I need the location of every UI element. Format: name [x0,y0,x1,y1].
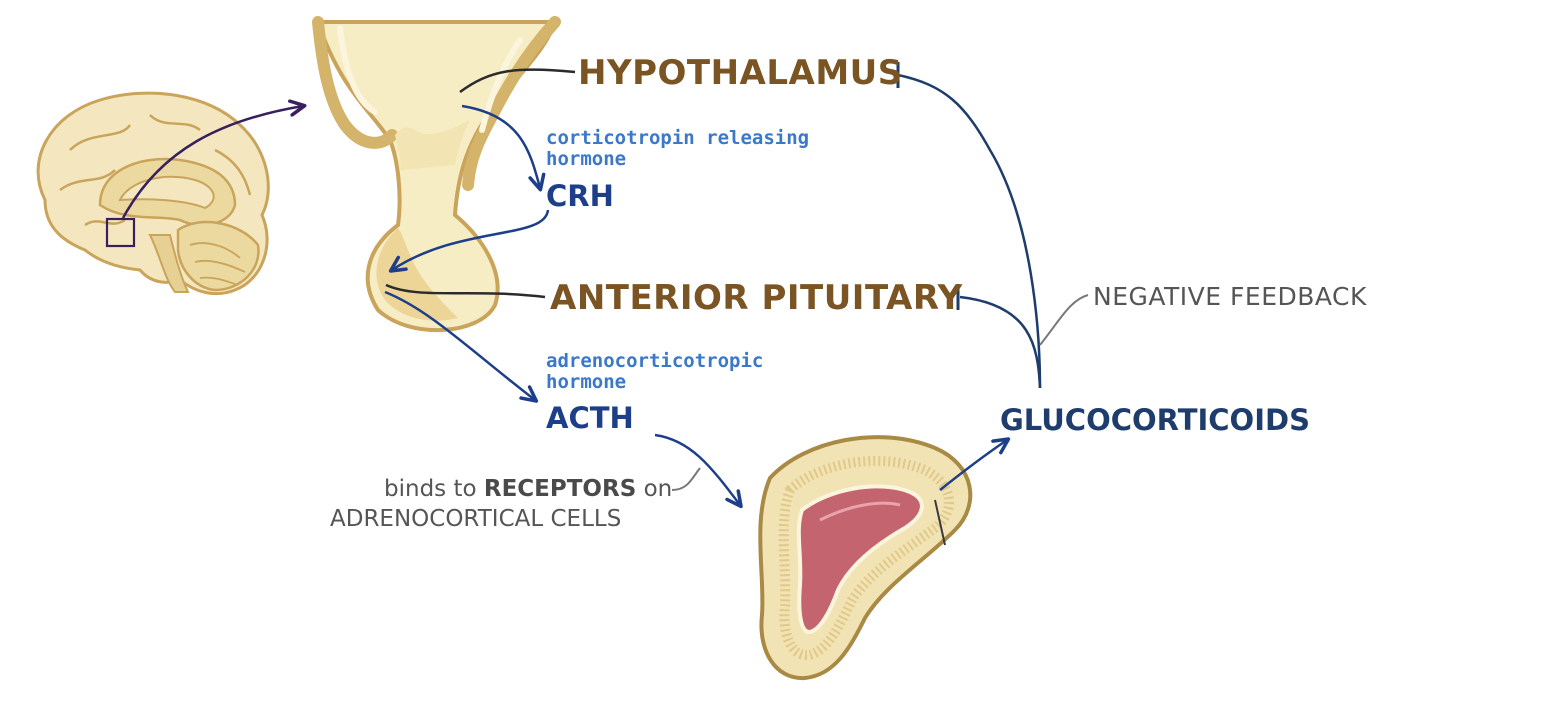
hypothalamus-label: HYPOTHALAMUS [578,53,903,93]
receptor-note-bold: RECEPTORS [483,476,637,502]
negative-feedback-leader [1039,294,1089,346]
acth-to-adrenal-arrow [654,433,743,509]
receptor-note-pre: binds to [384,476,484,502]
receptor-note-line2: ADRENOCORTICAL CELLS [330,506,622,532]
crh-label: CRH [546,179,614,213]
receptor-note-post: on [636,476,673,502]
acth-full-name: adrenocorticotropic hormone [546,350,764,393]
crh-full-name: corticotropin releasing hormone [546,127,810,170]
hypothalamus-pituitary-icon [312,16,561,333]
hypothalamus-leader-line [459,68,576,94]
receptor-note-leader [671,467,701,491]
adrenal-to-glucocorticoids-arrow [939,437,1011,491]
negative-feedback-label: NEGATIVE FEEDBACK [1093,282,1367,311]
crh-to-pituitary-arrow [388,209,550,273]
glucocorticoids-label: GLUCOCORTICOIDS [1000,403,1310,437]
anterior-pituitary-label: ANTERIOR PITUITARY [550,278,963,318]
crh-arrow [461,104,546,192]
receptor-note-line1: binds to RECEPTORS on [384,478,672,501]
zoom-arrow [121,99,307,219]
negative-feedback-lines [896,62,1089,389]
brain-sagittal-icon [36,91,307,296]
adrenal-gland-icon [758,435,973,681]
acth-arrow [384,290,539,403]
pituitary-leader-line [385,283,546,299]
brain-highlight-box [105,217,136,248]
acth-label: ACTH [546,401,634,435]
